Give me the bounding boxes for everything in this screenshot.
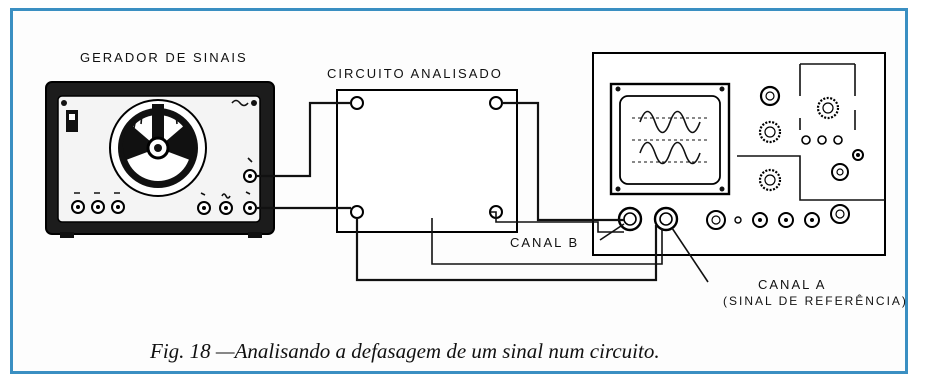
wiring — [256, 101, 709, 283]
ac-symbol-icon — [231, 99, 249, 107]
generator-jacks-left — [71, 192, 125, 214]
channel-a-label: CANAL A — [758, 277, 826, 292]
signal-generator — [45, 81, 275, 238]
figure-caption: Fig. 18 —Analisando a defasagem de um si… — [149, 339, 660, 363]
analyzed-circuit — [336, 89, 518, 233]
oscilloscope-screen-traces — [632, 110, 708, 165]
oscilloscope — [592, 52, 886, 256]
channel-a-note: (SINAL DE REFERÊNCIA) — [723, 293, 908, 308]
channel-b-label: CANAL B — [510, 235, 579, 250]
power-switch-icon — [66, 110, 78, 132]
frequency-dial-icon — [109, 99, 207, 197]
circuit-title: CIRCUITO ANALISADO — [327, 66, 503, 81]
generator-title: GERADOR DE SINAIS — [80, 50, 248, 65]
generator-jacks-right — [197, 157, 257, 215]
